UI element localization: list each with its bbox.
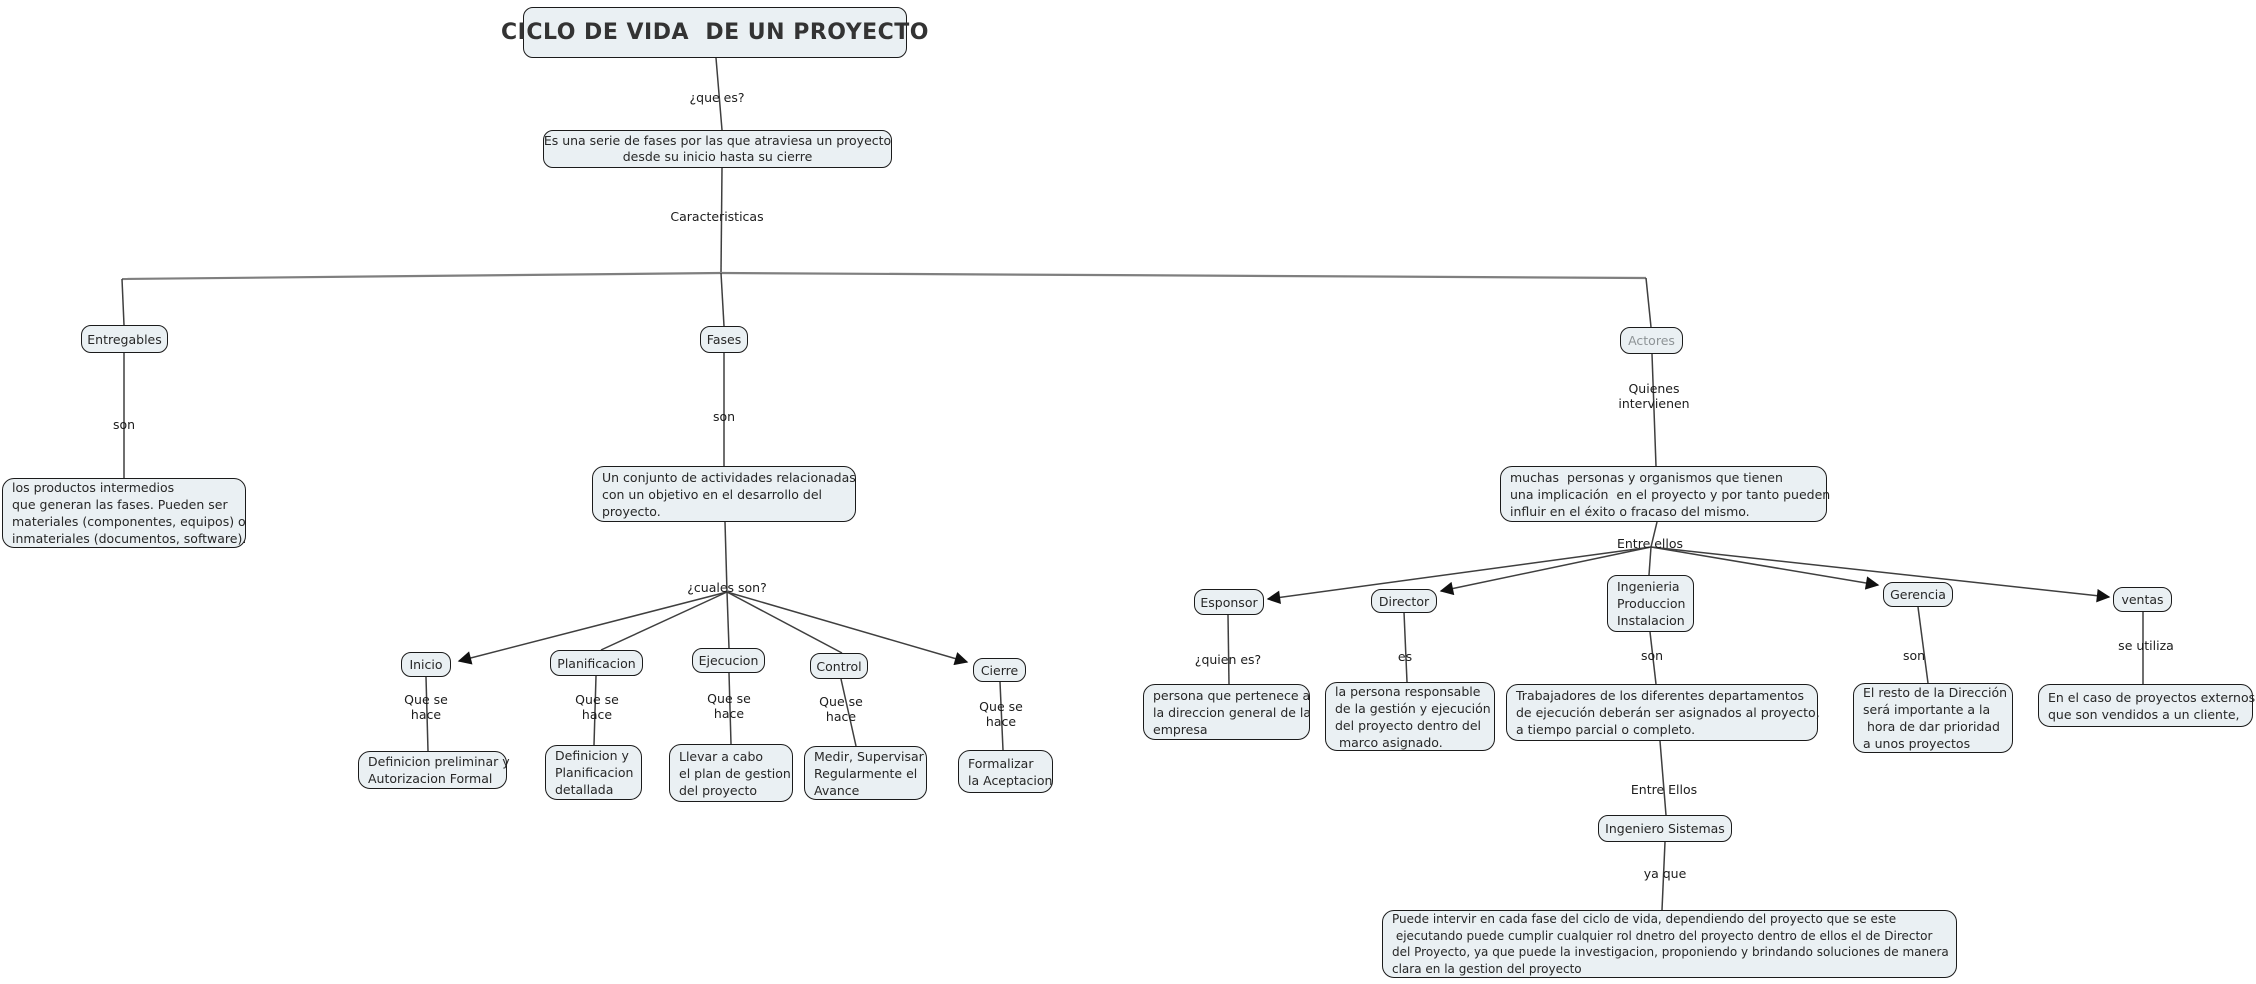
connector-line <box>1649 631 1657 685</box>
connector-line <box>593 675 597 746</box>
link-entre-ellos[interactable]: Entre ellos <box>1616 536 1684 551</box>
connector-line <box>726 591 843 654</box>
connector-line <box>724 521 728 593</box>
node-ingenieria-definition[interactable]: Trabajadores de los diferentes departame… <box>1506 684 1820 741</box>
node-cierre-definition[interactable]: Formalizar la Aceptacion <box>958 750 1053 793</box>
link-es[interactable]: es <box>1397 649 1413 664</box>
connector-line <box>1403 611 1408 683</box>
node-title[interactable]: CICLO DE VIDA DE UN PROYECTO <box>501 7 929 58</box>
node-planificacion[interactable]: Planificacion <box>550 650 643 676</box>
node-ventas-definition[interactable]: En el caso de proyectos externos que son… <box>2038 684 2255 727</box>
connector-line <box>1227 614 1230 685</box>
connector-line <box>1648 546 1652 576</box>
node-control[interactable]: Control <box>810 653 868 679</box>
link-que-se-hace-inicio[interactable]: Que se hace <box>404 692 448 722</box>
connector-line <box>1661 841 1666 911</box>
connector-line <box>999 681 1004 751</box>
node-gerencia-definition[interactable]: El resto de la Dirección será importante… <box>1853 683 2013 753</box>
connector-line <box>1651 353 1657 467</box>
connector-line <box>121 278 125 326</box>
node-fases-definition[interactable]: Un conjunto de actividades relacionadas … <box>592 466 856 522</box>
node-entregables-definition[interactable]: los productos intermedios que generan la… <box>2 478 246 548</box>
link-ya-que[interactable]: ya que <box>1643 866 1687 881</box>
node-ejecucion[interactable]: Ejecucion <box>692 648 765 673</box>
link-se-utiliza[interactable]: se utiliza <box>2118 638 2174 653</box>
node-director[interactable]: Director <box>1371 589 1437 613</box>
connector-arrow <box>457 591 728 665</box>
link-quienes-intervienen[interactable]: Quienes intervienen <box>1618 381 1690 411</box>
link-son-fases[interactable]: son <box>712 409 736 424</box>
link-que-se-hace-planificacion[interactable]: Que se hace <box>575 692 619 722</box>
connector-line <box>715 57 723 131</box>
connector-line <box>720 272 725 327</box>
node-actores-definition[interactable]: muchas personas y organismos que tienen … <box>1500 466 1830 522</box>
branch-line <box>121 271 722 281</box>
link-que-se-hace-cierre[interactable]: Que se hace <box>979 699 1023 729</box>
link-son-ingenieria[interactable]: son <box>1640 648 1664 663</box>
node-ventas[interactable]: ventas <box>2113 587 2172 612</box>
node-esponsor[interactable]: Esponsor <box>1194 589 1264 615</box>
node-ingeniero-sistemas[interactable]: Ingeniero Sistemas <box>1598 815 1732 842</box>
connector-line <box>728 672 732 745</box>
node-ingeniero-sistemas-definition[interactable]: Puede intervir en cada fase del ciclo de… <box>1382 910 1957 978</box>
connector-line <box>1659 740 1667 816</box>
link-que-se-hace-ejecucion[interactable]: Que se hace <box>707 691 751 721</box>
connector-arrow <box>1650 546 2111 603</box>
node-planificacion-definition[interactable]: Definicion y Planificacion detallada <box>545 745 642 800</box>
link-entre-ellos-2[interactable]: Entre Ellos <box>1630 782 1698 797</box>
link-caracteristicas[interactable]: Caracteristicas <box>670 209 764 224</box>
node-entregables[interactable]: Entregables <box>81 325 168 353</box>
link-que-se-hace-control[interactable]: Que se hace <box>819 694 863 724</box>
branch-line <box>720 271 1647 280</box>
link-quien-es[interactable]: ¿quien es? <box>1194 652 1262 667</box>
connector-line <box>600 591 728 651</box>
node-ingenieria[interactable]: Ingenieria Produccion Instalacion <box>1607 575 1694 632</box>
node-inicio[interactable]: Inicio <box>401 652 451 677</box>
connector-line <box>726 591 730 649</box>
connector-line <box>425 676 429 752</box>
node-esponsor-definition[interactable]: persona que pertenece a la direccion gen… <box>1143 684 1311 740</box>
node-actores[interactable]: Actores <box>1620 327 1683 354</box>
link-son-entregables[interactable]: son <box>112 417 136 432</box>
link-cuales-son[interactable]: ¿cuales son? <box>687 580 767 595</box>
link-son-gerencia[interactable]: son <box>1902 648 1926 663</box>
connector-arrow <box>726 591 969 666</box>
connector-line <box>840 678 857 747</box>
connector-line <box>720 167 723 274</box>
connector-arrow <box>1439 546 1652 596</box>
node-director-definition[interactable]: la persona responsable de la gestión y e… <box>1325 682 1495 751</box>
connector-arrow <box>1650 546 1880 590</box>
node-gerencia[interactable]: Gerencia <box>1883 582 1953 607</box>
connector-arrow <box>1266 546 1652 605</box>
connector-line <box>1917 606 1929 684</box>
node-definition[interactable]: Es una serie de fases por las que atravi… <box>543 130 892 168</box>
connector-line <box>1650 521 1658 548</box>
link-que-es[interactable]: ¿que es? <box>689 90 745 105</box>
node-fases[interactable]: Fases <box>700 326 748 353</box>
node-control-definition[interactable]: Medir, Supervisar Regularmente el Avance <box>804 746 927 800</box>
connector-line <box>1645 277 1652 328</box>
node-cierre[interactable]: Cierre <box>973 658 1026 682</box>
node-ejecucion-definition[interactable]: Llevar a cabo el plan de gestion del pro… <box>669 744 793 802</box>
node-inicio-definition[interactable]: Definicion preliminar y Autorizacion For… <box>358 751 510 789</box>
